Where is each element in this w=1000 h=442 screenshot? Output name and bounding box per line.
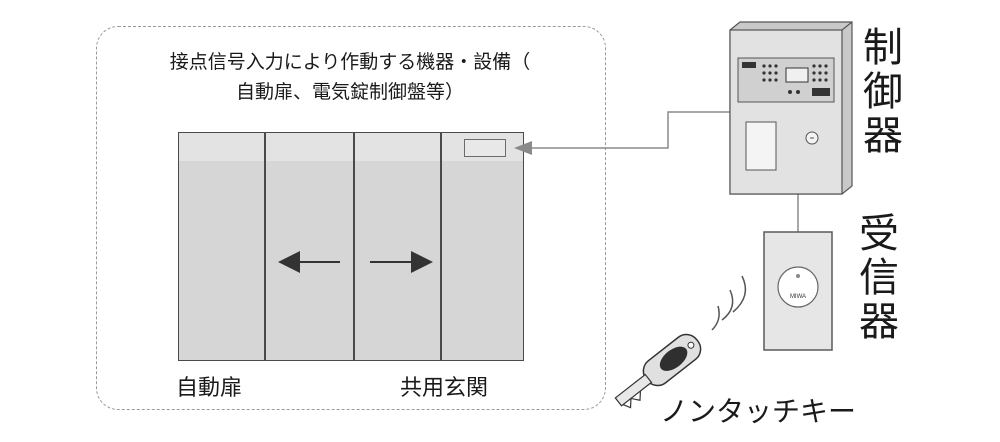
receiver-sensor (777, 266, 819, 308)
controller-cabinet (729, 21, 853, 195)
receiver-label-char: 信 (859, 255, 899, 301)
door-panel-divider (440, 132, 442, 361)
controller-label: 制 御 器 (860, 26, 906, 158)
controller-label-char: 器 (863, 113, 903, 159)
key-icon (614, 333, 702, 409)
door-panel-divider (264, 132, 266, 361)
receiver-label-char: 受 (859, 211, 899, 257)
right-arrow-icon (370, 251, 433, 273)
key-label: ノンタッチキー (660, 395, 857, 428)
equipment-caption-line2: 自動扉、電気錠制御盤等） (235, 81, 464, 103)
signal-wire (530, 111, 730, 149)
controller-label-char: 制 (863, 25, 903, 71)
controller-label-char: 御 (863, 69, 903, 115)
left-arrow-icon (278, 251, 340, 273)
equipment-frame (96, 26, 606, 410)
auto-door-label: 自動扉 (176, 376, 243, 401)
receiver-label: 受 信 器 (856, 212, 902, 344)
equipment-caption-line1: 接点信号入力により作動する機器・設備（ (169, 51, 531, 73)
signal-arrow-icon (514, 141, 532, 155)
door-panel-divider (353, 132, 355, 361)
auto-door (178, 161, 524, 361)
entrance-label: 共用玄関 (400, 376, 489, 401)
door-signal-input (464, 139, 506, 157)
signal-wave-icon (711, 275, 747, 331)
receiver-brand: MIWA (790, 294, 806, 300)
receiver-label-char: 器 (859, 299, 899, 345)
